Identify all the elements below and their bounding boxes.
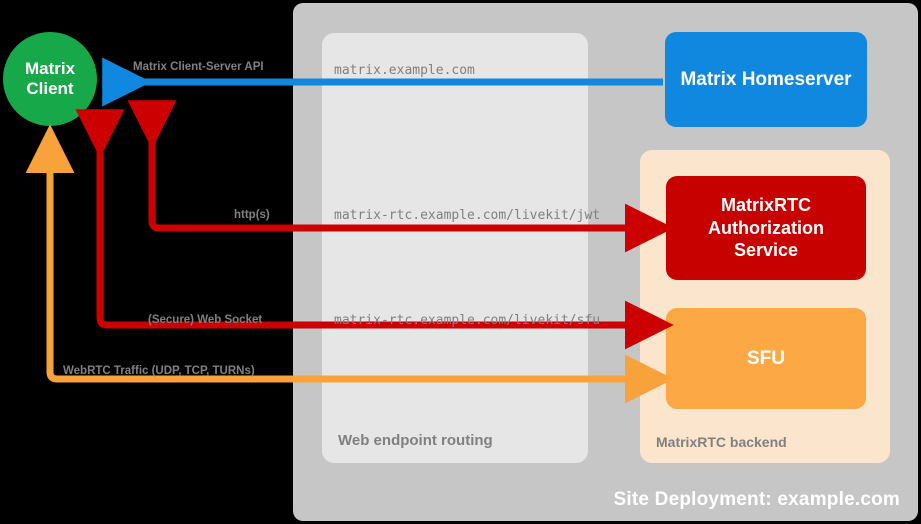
web-endpoint-routing-label: Web endpoint routing: [338, 432, 493, 449]
url-label-matrix-example-com: matrix.example.com: [334, 63, 475, 78]
edge-label-webrtc-traffic: WebRTC Traffic (UDP, TCP, TURNs): [63, 365, 255, 377]
url-label-livekit-sfu: matrix-rtc.example.com/livekit/sfu: [334, 313, 601, 328]
site-deployment-label: Site Deployment: example.com: [613, 489, 900, 510]
auth-label-line-2: Authorization: [708, 217, 824, 238]
node-matrix-client[interactable]: Matrix Client: [3, 32, 97, 126]
node-sfu[interactable]: SFU: [666, 308, 866, 409]
node-sfu-label: SFU: [747, 347, 785, 369]
node-matrixrtc-authorization-service-label: MatrixRTC Authorization Service: [708, 194, 824, 262]
auth-label-line-1: MatrixRTC: [720, 195, 811, 216]
edge-label-client-server-api: Matrix Client-Server API: [133, 61, 264, 73]
matrix-client-label-line-2: Client: [26, 79, 74, 98]
node-matrixrtc-authorization-service[interactable]: MatrixRTC Authorization Service: [666, 176, 866, 280]
node-matrix-homeserver-label: Matrix Homeserver: [680, 68, 852, 90]
matrixrtc-backend-label: MatrixRTC backend: [656, 434, 787, 450]
edge-label-websocket: (Secure) Web Socket: [148, 314, 263, 326]
matrix-client-label-line-1: Matrix: [24, 58, 76, 78]
web-endpoint-routing-panel: Web endpoint routing: [322, 33, 588, 463]
node-matrix-homeserver[interactable]: Matrix Homeserver: [665, 32, 867, 127]
url-label-livekit-jwt: matrix-rtc.example.com/livekit/jwt: [334, 208, 601, 223]
auth-label-line-3: Service: [733, 240, 799, 261]
edge-label-http: http(s): [234, 209, 270, 221]
